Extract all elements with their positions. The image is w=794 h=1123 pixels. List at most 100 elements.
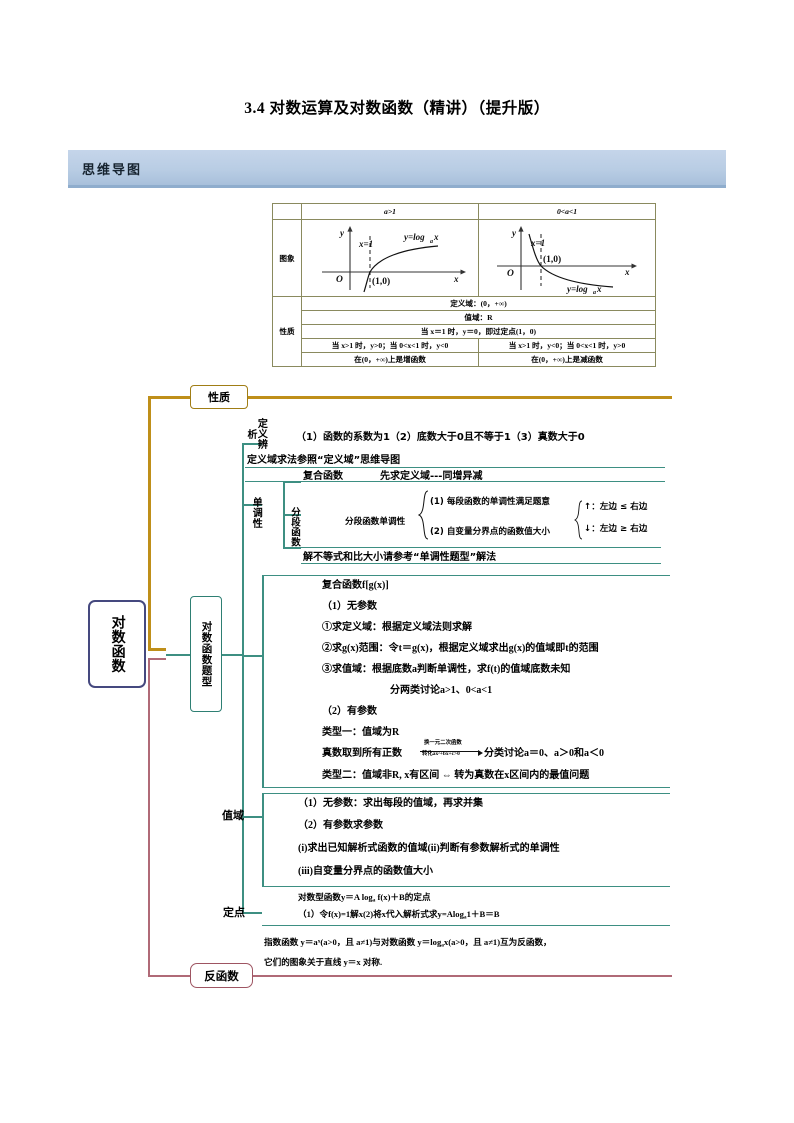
page-title: 3.4 对数运算及对数函数（精讲）（提升版）	[244, 100, 550, 117]
table-row-fixedpoint: 当 x＝1 时，y＝0，即过定点(1，0)	[273, 324, 656, 339]
inverse-line1-sup: x	[317, 938, 321, 945]
inverse-line1-a: 指数函数 y＝a	[264, 937, 318, 947]
connector-teal-monotonic-mid	[283, 514, 301, 516]
table-row-sign: 当 x>1 时，y>0；当 0<x<1 时，y<0 当 x>1 时，y<0；当 …	[273, 338, 656, 353]
connector-gold-vertical	[148, 398, 151, 650]
property-fixed-point: 当 x＝1 时，y＝0，即过定点(1，0)	[301, 324, 656, 339]
table-corner-cell	[272, 203, 302, 220]
connector-gold-to-properties	[148, 396, 190, 399]
problem-frac-bottom: 转化ax²+bx+c>0	[422, 751, 460, 757]
fixed-point-line1-sub: a	[372, 897, 376, 904]
property-domain: 定义域：(0，+∞)	[301, 296, 656, 311]
range-line2: （2）有参数求参数	[298, 820, 383, 831]
svg-text:x: x	[453, 274, 459, 284]
svg-text:O: O	[507, 269, 514, 279]
connector-teal-spine	[242, 443, 245, 913]
property-monotonic-left: 在(0，+∞)上是增函数	[301, 352, 479, 367]
svg-text:x=1: x=1	[358, 239, 373, 249]
connector-teal-stub-fixedpoint	[242, 912, 262, 915]
table-row-monotonic: 在(0，+∞)上是增函数 在(0，+∞)上是减函数	[273, 352, 656, 367]
connector-teal-center-to-types	[166, 654, 190, 657]
table-header-row: a>1 0<a<1	[272, 203, 656, 220]
problem-heading: 复合函数f[g(x)]	[322, 580, 389, 591]
connector-teal-types-side	[262, 575, 264, 787]
connector-rose-center-join	[148, 658, 166, 661]
table-row-range: 值域：R	[273, 310, 656, 325]
mindmap-label-monotonic: 单调性	[250, 497, 262, 529]
brace-piecewise-icon	[418, 490, 429, 540]
svg-text:y: y	[511, 228, 517, 238]
underline-fixedpoint	[262, 925, 670, 927]
fixed-point-line2-pre: （1）令f(x)=1解x(2)将x代入解析式求y=Alog	[298, 909, 464, 919]
fixed-point-line2: （1）令f(x)=1解x(2)将x代入解析式求y=Aloga1＋B＝B	[298, 909, 500, 921]
piecewise-title: 分段函数单调性	[345, 517, 406, 527]
underline-composite	[301, 481, 661, 483]
composite-label: 复合函数	[303, 471, 343, 482]
svg-text:y=log: y=log	[403, 232, 425, 242]
fixed-point-line1-post: f(x)＋B的定点	[375, 892, 431, 902]
mindmap-node-inverse[interactable]: 反函数	[190, 963, 253, 988]
svg-text:(1,0): (1,0)	[543, 254, 561, 265]
connector-teal-types-out	[222, 654, 244, 657]
problem-type2: 类型二：值域非R, x有区间 ⇔ 转为真数在x区间内的最值问题	[322, 770, 590, 781]
graph-increasing-svg: y x O x=1 (1,0) y=log a x	[322, 226, 466, 293]
svg-text:a: a	[430, 239, 433, 245]
connector-gold-properties-to-table	[248, 396, 672, 399]
connector-rose-vertical	[148, 660, 151, 976]
svg-text:y=log: y=log	[566, 284, 588, 294]
table-row-domain: 性质 定义域：(0，+∞)	[272, 296, 656, 367]
problem-type1-line: 真数取到所有正数	[322, 748, 402, 759]
graph-cell-decreasing: y x O x=1 (1,0) y=log a x	[478, 219, 656, 297]
composite-text: 先求定义域---同增异减	[380, 471, 483, 482]
mindmap-label-range: 值域	[222, 809, 244, 823]
section-banner: 思维导图	[68, 150, 726, 188]
property-sign-right: 当 x>1 时，y<0；当 0<x<1 时，y>0	[478, 338, 656, 353]
underline-range-bottom	[262, 886, 670, 888]
connector-teal-stub-definition	[242, 443, 262, 446]
mindmap-node-problem-types[interactable]: 对数函数题型	[190, 596, 222, 712]
svg-text:a: a	[593, 290, 596, 294]
connector-gold-center-join	[148, 648, 166, 651]
inverse-line2: 它们的图象关于直线 y＝x 对称.	[264, 957, 383, 967]
fixed-point-line1: 对数型函数y＝A loga f(x)＋B的定点	[298, 892, 431, 904]
problem-step3-note: 分两类讨论a>1、0<a<1	[390, 685, 493, 696]
banner-label: 思维导图	[82, 163, 143, 178]
range-line4: (iii)自变量分界点的函数值大小	[298, 866, 433, 877]
frac-bar	[420, 751, 478, 752]
svg-text:x=1: x=1	[530, 238, 545, 248]
range-line1: （1）无参数：求出每段的值域，再求并集	[298, 798, 483, 809]
svg-text:O: O	[336, 275, 343, 285]
brace-up-text: ↑：左边 ≤ 右边	[584, 502, 648, 512]
mindmap-node-properties[interactable]: 性质	[190, 385, 248, 409]
problem-step1: ①求定义域：根据定义域法则求解	[322, 622, 472, 633]
inverse-line1-c: x(a>0，且 a≠1)互为反函数，	[443, 937, 552, 947]
underline-definition	[245, 467, 665, 469]
problem-no-param-title: （1）无参数	[322, 601, 377, 612]
problem-frac-top: 换一元二次函数	[424, 740, 462, 746]
monotonic-footer: 解不等式和比大小请参考“单调性题型”解法	[303, 552, 497, 563]
table-row-label-graph: 图象	[272, 219, 302, 297]
mindmap-label-piecewise: 分段函数	[288, 507, 300, 547]
property-monotonic-right: 在(0，+∞)上是减函数	[478, 352, 656, 367]
connector-teal-range-side	[262, 793, 264, 886]
table-graph-row: 图象 y x O x=1 (1,0) y=log a x	[272, 219, 656, 297]
inverse-line1-b: (a>0，且 a≠1)与对数函数 y＝log	[320, 937, 442, 947]
connector-teal-stub-monotonic	[242, 504, 262, 507]
graph-decreasing-svg: y x O x=1 (1,0) y=log a x	[497, 226, 637, 294]
definition-text: （1）函数的系数为1（2）底数大于0且不等于1（3）真数大于0	[296, 432, 585, 443]
underline-types-top	[262, 575, 670, 577]
connector-teal-stub-types	[242, 655, 262, 658]
problem-type1: 类型一：值域为R	[322, 727, 400, 738]
arrow-right-icon	[478, 750, 483, 756]
mindmap-center-node[interactable]: 对数函数	[88, 600, 146, 688]
problem-step3: ③求值域：根据底数a判断单调性，求f(t)的值域底数未知	[322, 664, 571, 675]
connector-rose-inverse-underline	[253, 975, 672, 978]
brace-down-text: ↓：左边 ≥ 右边	[584, 524, 648, 534]
problem-param-title: （2）有参数	[322, 706, 377, 717]
domain-note-text: 定义域求法参照“定义域”思维导图	[247, 455, 401, 466]
property-sign-left: 当 x>1 时，y>0；当 0<x<1 时，y<0	[301, 338, 479, 353]
underline-types-bottom	[262, 787, 670, 789]
log-function-property-table: a>1 0<a<1 图象 y x O x=1 (1,0) y=log	[272, 203, 656, 367]
property-range: 值域：R	[301, 310, 656, 325]
connector-teal-stub-range	[242, 816, 262, 819]
